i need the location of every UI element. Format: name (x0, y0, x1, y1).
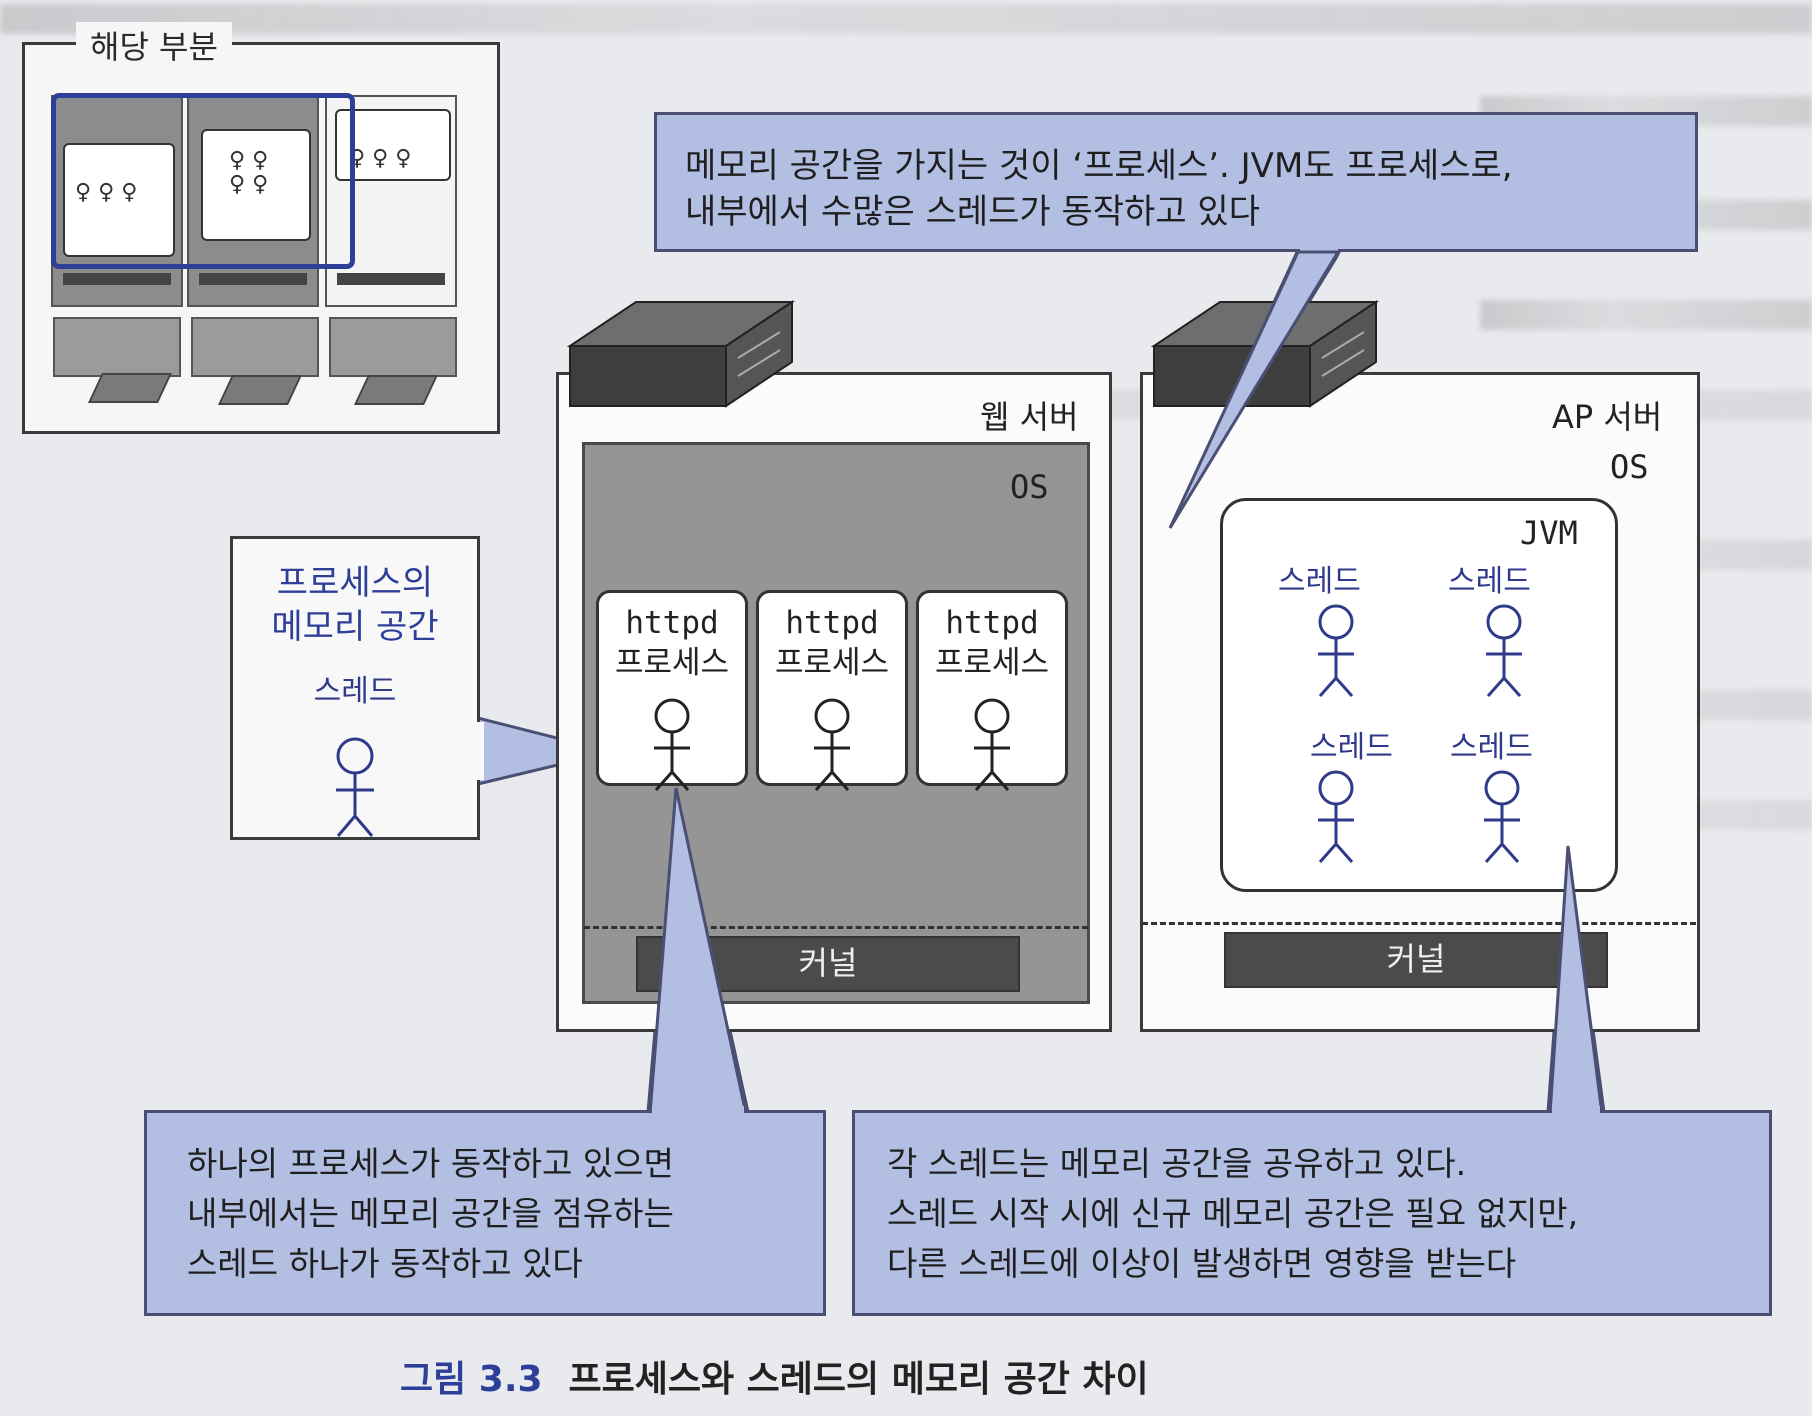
overview-thumbnail: ♀ ♀ ♀ ♀ ♀♀ ♀ ♀ ♀ ♀ (22, 42, 500, 434)
process-memory-title: 메모리 공간 (271, 607, 439, 647)
process-kind: 프로세스 (934, 645, 1050, 681)
thumb-rack: ♀ ♀ ♀ (51, 95, 183, 307)
thread-stick-icon (1318, 604, 1354, 697)
thread-stick-icon (336, 737, 374, 837)
process-kind: 프로세스 (614, 645, 730, 681)
jvm-label: JVM (1520, 514, 1578, 552)
figure-title: 프로세스와 스레드의 메모리 공간 차이 (568, 1359, 1149, 1400)
web-os-label: OS (1010, 468, 1049, 506)
bottom-right-callout-line: 다른 스레드에 이상이 발생하면 영향을 받는다 (887, 1244, 1517, 1283)
thumb-monitor (53, 317, 181, 377)
jvm-thread-label: 스레드 (1450, 730, 1533, 765)
thread-stick-icon (814, 698, 850, 791)
kernel-divider (584, 926, 1088, 929)
top-callout: 메모리 공간을 가지는 것이 ‘프로세스’. JVM도 프로세스로, 내부에서 … (654, 112, 1698, 252)
jvm-thread-label: 스레드 (1310, 730, 1393, 765)
thumb-jvm-group: ♀ ♀♀ ♀ (201, 129, 311, 241)
background-text (1480, 300, 1812, 330)
process-name: httpd (945, 605, 1039, 641)
thread-stick-icon (1318, 770, 1354, 863)
bottom-left-callout-line: 내부에서는 메모리 공간을 점유하는 (187, 1194, 674, 1233)
process-name: httpd (625, 605, 719, 641)
jvm-thread-label: 스레드 (1278, 564, 1361, 599)
ap-os-label: OS (1610, 448, 1649, 486)
bottom-left-callout: 하나의 프로세스가 동작하고 있으면 내부에서는 메모리 공간을 점유하는 스레… (144, 1110, 826, 1316)
bottom-right-callout-line: 각 스레드는 메모리 공간을 공유하고 있다. (887, 1144, 1467, 1183)
process-memory-title: 프로세스의 (276, 563, 434, 603)
process-name: httpd (785, 605, 879, 641)
bottom-left-callout-line: 하나의 프로세스가 동작하고 있으면 (187, 1144, 674, 1183)
process-kind: 프로세스 (774, 645, 890, 681)
jvm-box (1220, 498, 1618, 892)
top-callout-line: 내부에서 수많은 스레드가 동작하고 있다 (685, 192, 1260, 232)
kernel-divider (1142, 922, 1696, 925)
jvm-thread-label: 스레드 (1448, 564, 1531, 599)
thread-stick-icon (1486, 604, 1522, 697)
server-hardware-icon (566, 300, 796, 408)
figure-caption: 그림 3.3 프로세스와 스레드의 메모리 공간 차이 (400, 1350, 1149, 1402)
thumb-selection-highlight (51, 93, 355, 269)
bottom-right-callout: 각 스레드는 메모리 공간을 공유하고 있다. 스레드 시작 시에 신규 메모리… (852, 1110, 1772, 1316)
bottom-left-callout-line: 스레드 하나가 동작하고 있다 (187, 1244, 583, 1283)
thread-stick-icon (974, 698, 1010, 791)
ap-kernel: 커널 (1224, 932, 1608, 988)
figure-number: 그림 3.3 (400, 1359, 543, 1400)
thread-label: 스레드 (313, 674, 397, 709)
httpd-process-1: httpd 프로세스 (596, 590, 748, 786)
thumbnail-label: 해당 부분 (76, 22, 232, 68)
web-server-label: 웹 서버 (980, 398, 1079, 436)
thumb-monitor (329, 317, 457, 377)
thumb-process-group: ♀ ♀ ♀ (63, 143, 175, 257)
bottom-right-callout-line: 스레드 시작 시에 신규 메모리 공간은 필요 없지만, (887, 1194, 1579, 1233)
ap-server-label: AP 서버 (1552, 398, 1663, 436)
thread-stick-icon (1484, 770, 1520, 863)
thread-stick-icon (654, 698, 690, 791)
top-callout-line: 메모리 공간을 가지는 것이 ‘프로세스’. JVM도 프로세스로, (685, 146, 1513, 186)
background-text (0, 4, 1812, 34)
thumb-rack: ♀ ♀ ♀ (325, 95, 457, 307)
